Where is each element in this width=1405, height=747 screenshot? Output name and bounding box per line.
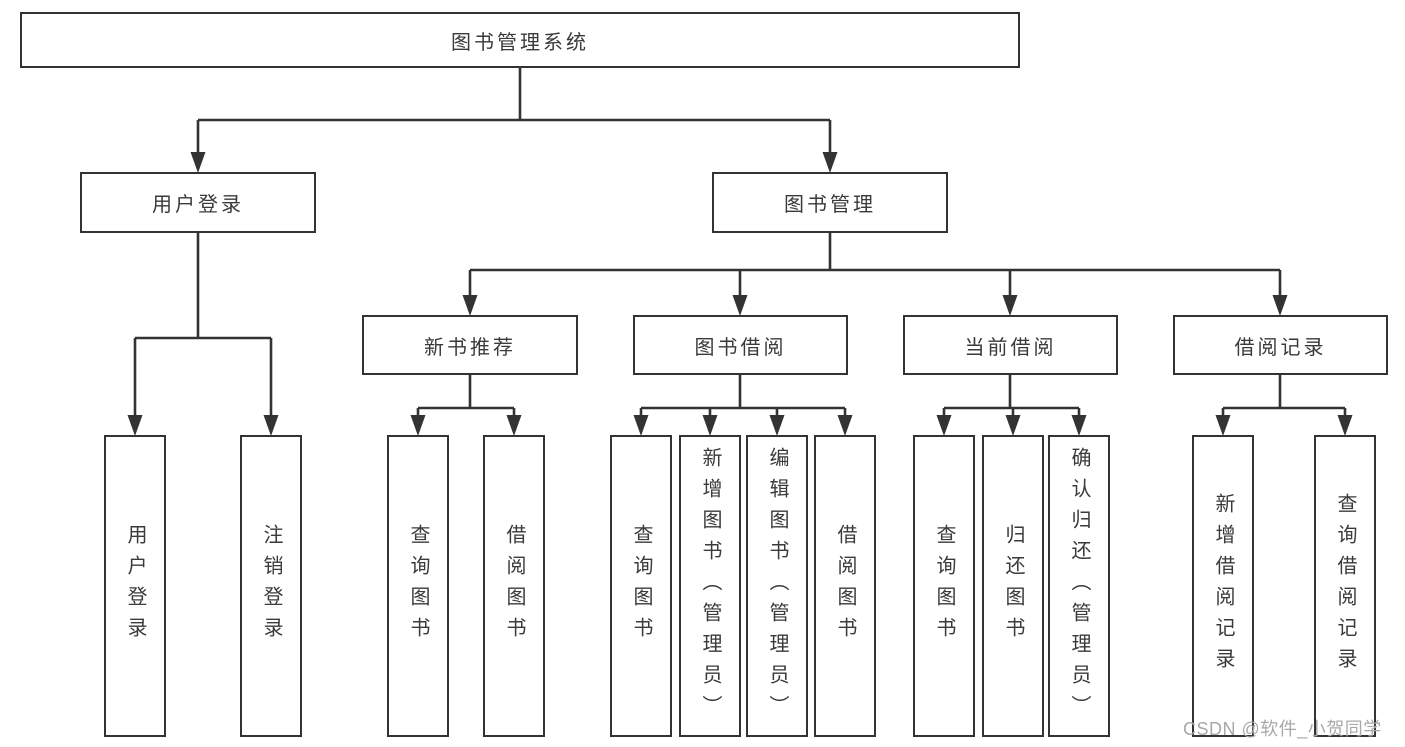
leaf-user-login: 用户登录	[104, 435, 166, 737]
leaf-query-books-borrow: 查询图书	[610, 435, 672, 737]
leaf-add-borrow-record: 新增借阅记录	[1192, 435, 1254, 737]
leaf-confirm-return-admin: 确认归还（管理员）	[1048, 435, 1110, 737]
leaf-return-book: 归还图书	[982, 435, 1044, 737]
node-new-book-recommend: 新书推荐	[362, 315, 578, 375]
leaf-logout: 注销登录	[240, 435, 302, 737]
leaf-borrow-books: 借阅图书	[814, 435, 876, 737]
leaf-query-borrow-record: 查询借阅记录	[1314, 435, 1376, 737]
node-book-management: 图书管理	[712, 172, 948, 233]
node-root-library-system: 图书管理系统	[20, 12, 1020, 68]
leaf-query-books-recommend: 查询图书	[387, 435, 449, 737]
leaf-query-books-current: 查询图书	[913, 435, 975, 737]
node-book-borrow: 图书借阅	[633, 315, 848, 375]
leaf-add-book-admin: 新增图书（管理员）	[679, 435, 741, 737]
leaf-borrow-books-recommend: 借阅图书	[483, 435, 545, 737]
leaf-edit-book-admin: 编辑图书（管理员）	[746, 435, 808, 737]
node-user-login: 用户登录	[80, 172, 316, 233]
csdn-watermark: CSDN @软件_小贺同学	[1183, 719, 1382, 739]
node-current-borrow: 当前借阅	[903, 315, 1118, 375]
node-borrow-records: 借阅记录	[1173, 315, 1388, 375]
